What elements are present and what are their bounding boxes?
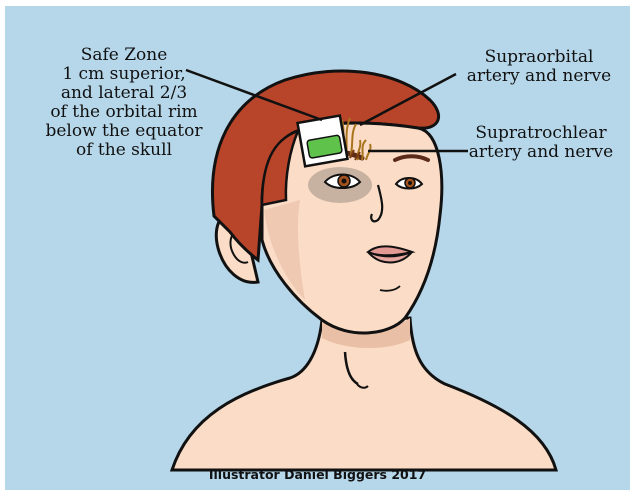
supraorbital-label: Supraorbital artery and nerve bbox=[449, 48, 629, 86]
left-pupil bbox=[408, 181, 412, 185]
safe-zone-label: Safe Zone 1 cm superior, and lateral 2/3… bbox=[8, 46, 240, 160]
right-pupil bbox=[342, 179, 347, 184]
supratrochlear-label: Supratrochlear artery and nerve bbox=[451, 124, 631, 162]
illustrator-credit: Illustrator Daniel Biggers 2017 bbox=[0, 467, 635, 482]
